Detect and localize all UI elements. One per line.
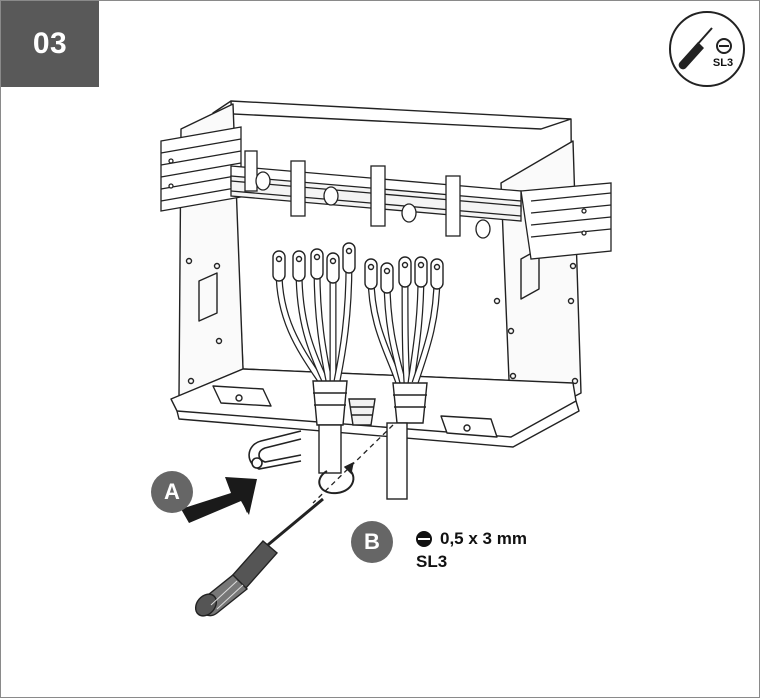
flat-screwdriver-icon: [678, 27, 713, 70]
screwdriver: [194, 497, 324, 617]
slotted-screw-icon: [416, 531, 432, 547]
slotted-screw-icon: [716, 38, 732, 54]
screw-spec: 0,5 x 3 mm SL3: [416, 529, 527, 572]
cable-bundle: [272, 242, 444, 500]
tool-size: SL3: [416, 552, 448, 571]
step-number: 03: [1, 1, 99, 87]
screw-size: 0,5 x 3 mm: [440, 529, 527, 548]
tool-badge: [669, 11, 745, 87]
step-label-a: A: [151, 471, 193, 513]
busbar-assembly: [160, 126, 612, 260]
rotation-arrow: [318, 466, 355, 495]
cable-clamp-clip: [248, 430, 302, 470]
step-label-b: B: [351, 521, 393, 563]
tool-badge-label: SL3: [712, 57, 734, 69]
